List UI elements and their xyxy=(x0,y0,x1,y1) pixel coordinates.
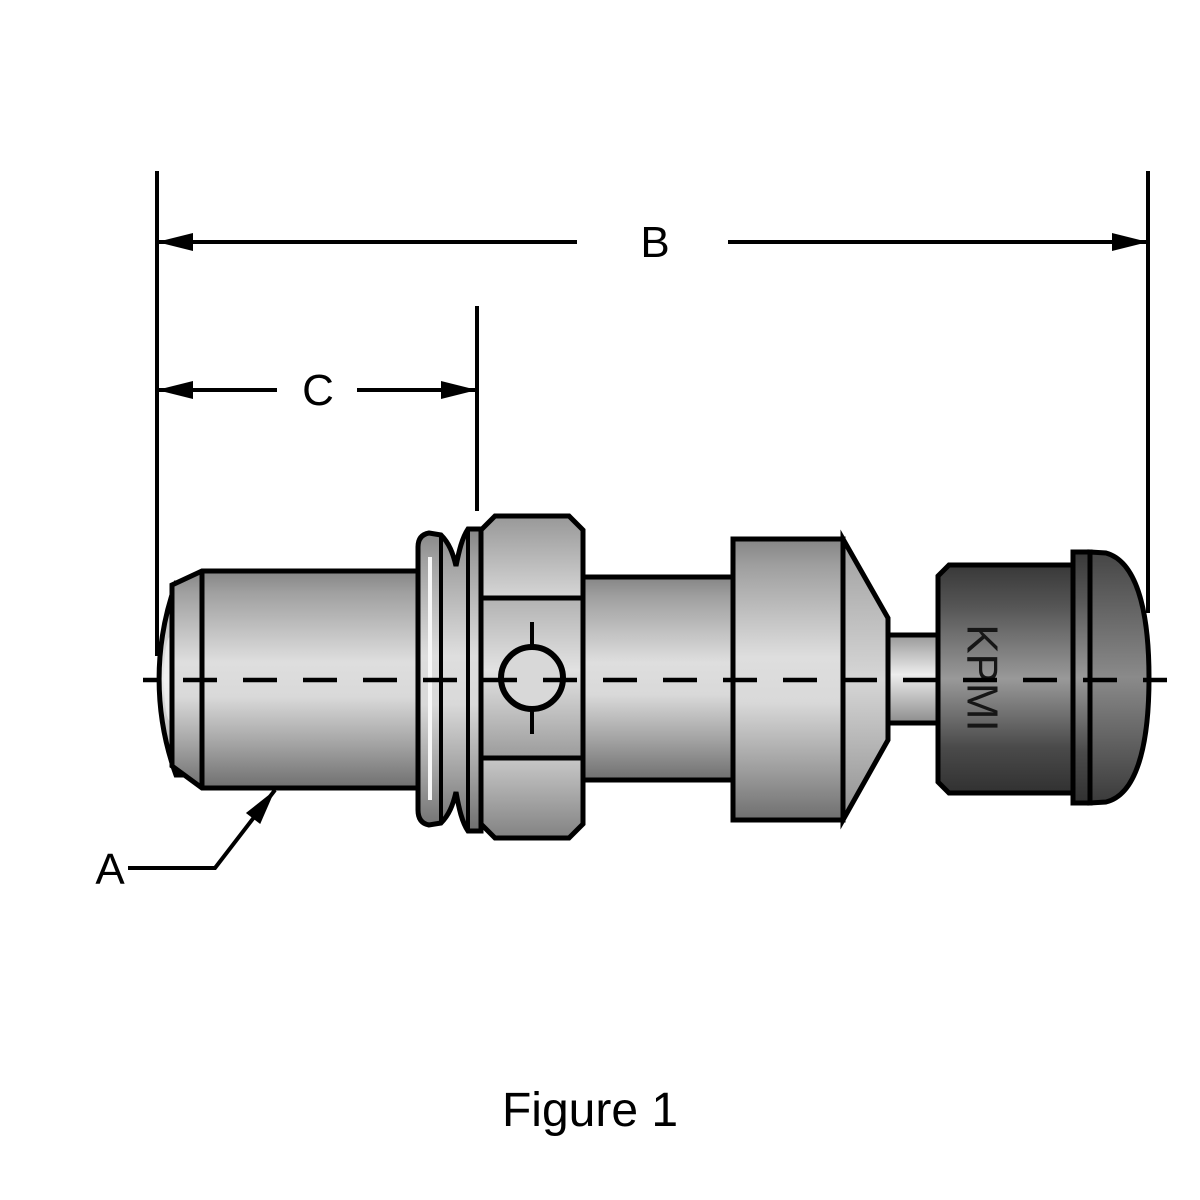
dimension-c: C xyxy=(157,366,477,415)
knob-rim xyxy=(1070,549,1093,806)
figure-caption: Figure 1 xyxy=(502,1084,678,1137)
body-cylinder xyxy=(575,574,736,783)
leader-a: A xyxy=(95,788,277,894)
dimension-a-label: A xyxy=(95,845,125,894)
dimension-b: B xyxy=(157,218,1148,267)
hex-nut xyxy=(478,513,586,841)
dimension-c-label: C xyxy=(302,366,334,415)
dimension-b-label: B xyxy=(640,218,669,267)
knob-dome xyxy=(1087,549,1152,806)
